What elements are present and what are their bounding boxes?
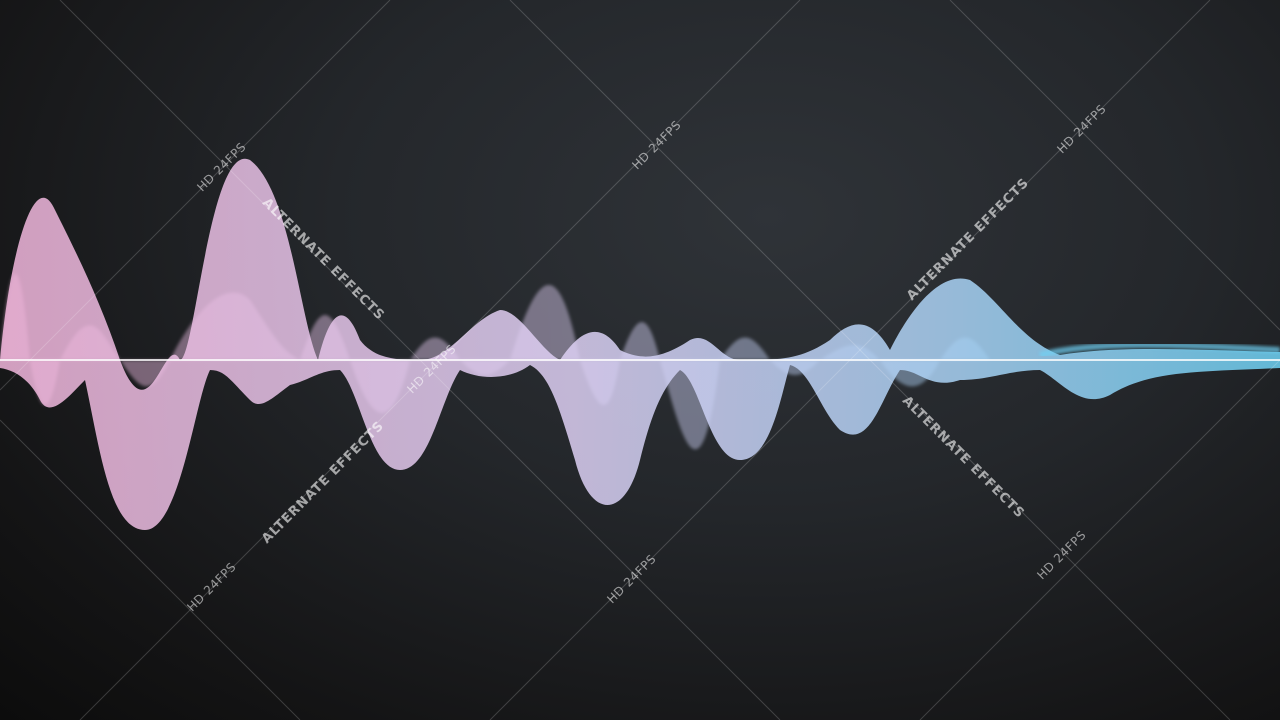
wave-main-layer: [0, 158, 1280, 531]
